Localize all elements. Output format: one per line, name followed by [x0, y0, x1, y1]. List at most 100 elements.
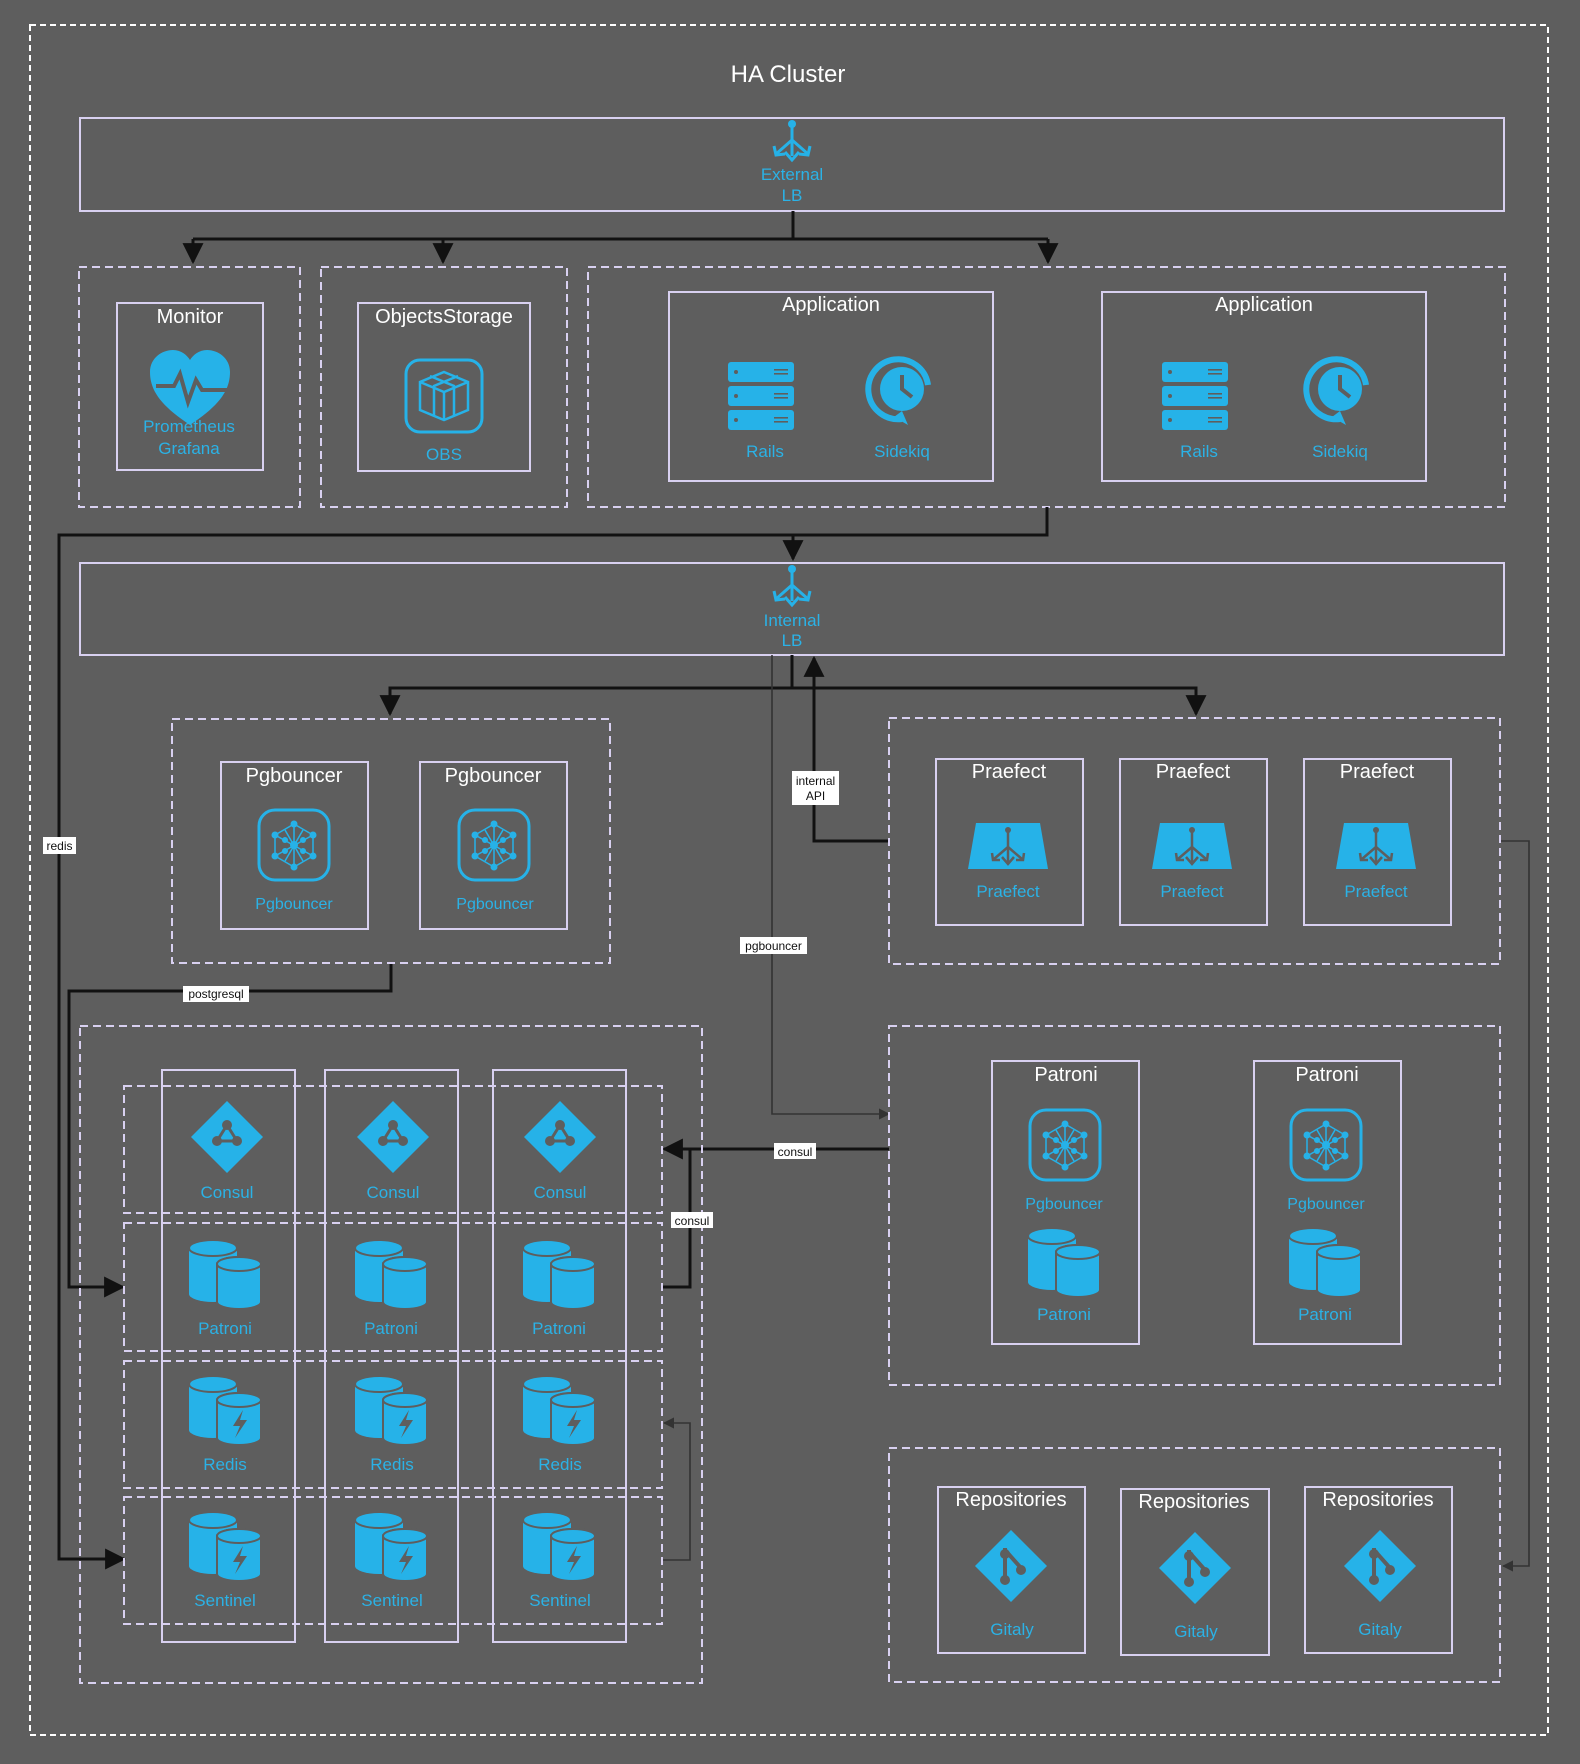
rails-label-1: Rails: [746, 442, 784, 461]
sentinel-label-3: Sentinel: [529, 1591, 590, 1610]
patroni-node-2: [1253, 1060, 1402, 1345]
praefect-icon-3: [1334, 821, 1418, 871]
redis-db-icon-2: [355, 1376, 427, 1445]
patroni-db-icon-3: [522, 1239, 596, 1310]
edge-label-consul-right: consul: [774, 1143, 816, 1159]
sidekiq-label-1: Sidekiq: [874, 442, 930, 461]
pgbouncer-hub-icon-2: [457, 808, 531, 882]
obs-label: OBS: [426, 445, 462, 464]
monitor-title: Monitor: [157, 306, 224, 328]
internal-lb-label-1: Internal: [764, 611, 821, 630]
edge-label-postgresql: postgresql: [183, 986, 249, 1002]
objects-storage-group: [320, 266, 568, 508]
svg-text:pgbouncer: pgbouncer: [745, 939, 802, 953]
sidekiq-clock-icon-1: [868, 359, 928, 425]
db-node-column-1: [161, 1069, 296, 1643]
pgbouncer-label-2: Pgbouncer: [456, 896, 534, 913]
application-group: [587, 266, 1506, 508]
pgbouncer-title-1: Pgbouncer: [246, 765, 343, 787]
gitaly-label-1: Gitaly: [990, 1620, 1034, 1639]
edge-label-redis: redis: [43, 837, 76, 854]
svg-text:internal: internal: [796, 774, 835, 788]
redis-label-1: Redis: [203, 1455, 246, 1474]
pgbouncer-hub-icon-1: [257, 808, 331, 882]
praefect-title-1: Praefect: [972, 761, 1047, 783]
monitor-node: [116, 302, 264, 471]
sentinel-row: [123, 1496, 663, 1625]
repository-title-1: Repositories: [955, 1489, 1066, 1511]
gitaly-git-icon-3: [1342, 1528, 1418, 1604]
obs-cube-icon: [404, 358, 484, 434]
sentinel-db-icon-1: [189, 1512, 261, 1581]
external-lb-label-2: LB: [782, 186, 803, 205]
rails-server-icon-1: [728, 362, 794, 430]
svg-text:consul: consul: [778, 1145, 813, 1159]
consul-label-2: Consul: [367, 1183, 420, 1202]
repository-title-2: Repositories: [1138, 1491, 1249, 1513]
patroni-pgbouncer-hub-icon-1: [1028, 1108, 1102, 1182]
application-node-1: [668, 291, 994, 482]
external-lb-label-1: External: [761, 165, 823, 184]
monitor-group: [78, 266, 301, 508]
thin-connectors: [662, 655, 1530, 1572]
patroni-node-label-1: Patroni: [1037, 1305, 1091, 1324]
sentinel-label-2: Sentinel: [361, 1591, 422, 1610]
edge-label-internal-api: internal API: [792, 771, 839, 805]
patroni-node-label-2: Patroni: [1298, 1305, 1352, 1324]
sentinel-db-icon-2: [355, 1512, 427, 1581]
praefect-label-2: Praefect: [1160, 882, 1224, 901]
pgbouncer-label-1: Pgbouncer: [255, 896, 333, 913]
pgbouncer-node-2: [419, 761, 568, 930]
application-title-2: Application: [1215, 294, 1313, 316]
consul-icon-1: [189, 1099, 265, 1175]
patroni-label-2: Patroni: [364, 1319, 418, 1338]
praefect-icon-2: [1150, 821, 1234, 871]
objects-storage-node: [357, 302, 531, 472]
gitaly-label-3: Gitaly: [1358, 1620, 1402, 1639]
praefect-title-3: Praefect: [1340, 761, 1415, 783]
patroni-node-db-icon-2: [1288, 1227, 1362, 1298]
svg-text:API: API: [806, 789, 825, 803]
objects-storage-title: ObjectsStorage: [375, 306, 513, 328]
gitaly-git-icon-2: [1157, 1530, 1233, 1606]
internal-lb-connectors: [67, 655, 1207, 1298]
heart-monitor-icon: [148, 348, 232, 427]
consul-icon-2: [355, 1099, 431, 1175]
monitor-label-1: Prometheus: [143, 417, 235, 436]
patroni-group: [888, 1025, 1501, 1386]
pgbouncer-title-2: Pgbouncer: [445, 765, 542, 787]
pgbouncer-group: [171, 718, 611, 964]
sentinel-label-1: Sentinel: [194, 1591, 255, 1610]
application-connectors: [57, 507, 1049, 1570]
redis-label-3: Redis: [538, 1455, 581, 1474]
internal-lb-label-2: LB: [782, 631, 803, 650]
db-node-column-3: [492, 1069, 627, 1643]
application-title-1: Application: [782, 294, 880, 316]
consul-connector: [662, 1148, 692, 1289]
edge-label-pgbouncer: pgbouncer: [740, 937, 807, 954]
monitor-label-2: Grafana: [158, 439, 220, 458]
data-tier-group: [79, 1025, 703, 1684]
gitaly-git-icon-1: [973, 1528, 1049, 1604]
consul-row: [123, 1085, 663, 1214]
rails-server-icon-2: [1162, 362, 1228, 430]
patroni-pgbouncer-hub-icon-2: [1289, 1108, 1363, 1182]
gitaly-label-2: Gitaly: [1174, 1622, 1218, 1641]
consul-icon-3: [522, 1099, 598, 1175]
repository-title-3: Repositories: [1322, 1489, 1433, 1511]
external-lb-connectors: [182, 211, 1059, 265]
redis-db-icon-1: [189, 1376, 261, 1445]
application-node-2: [1101, 291, 1427, 482]
patroni-node-db-icon-1: [1027, 1227, 1101, 1298]
sentinel-db-icon-3: [523, 1512, 595, 1581]
internal-lb-icon: [772, 563, 812, 607]
praefect-title-2: Praefect: [1156, 761, 1231, 783]
repository-node-3: [1304, 1486, 1453, 1654]
sidekiq-clock-icon-2: [1306, 359, 1366, 425]
repository-node-1: [937, 1486, 1086, 1654]
praefect-node-3: [1303, 758, 1452, 926]
cluster-title: HA Cluster: [731, 61, 846, 88]
repository-node-2: [1120, 1488, 1270, 1656]
praefect-node-2: [1119, 758, 1268, 926]
